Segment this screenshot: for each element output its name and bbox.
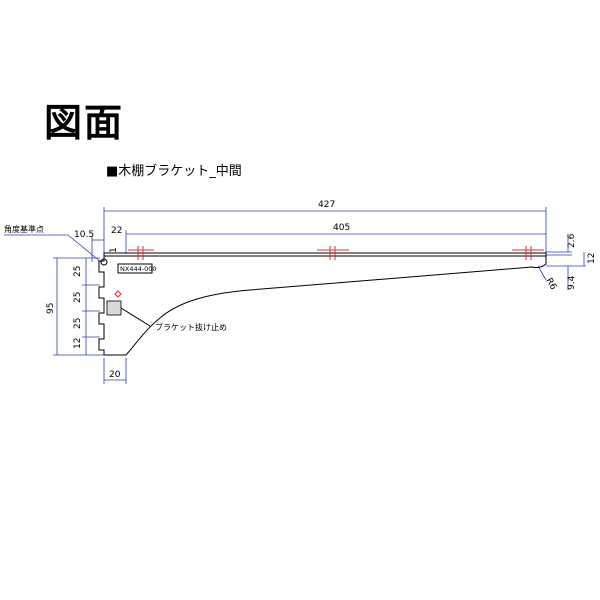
angle-reference-point bbox=[100, 258, 108, 266]
stopper-block bbox=[106, 300, 122, 316]
stopper-label: ブラケット抜け止め bbox=[155, 322, 227, 332]
part-number: NX444-000 bbox=[120, 265, 156, 273]
dim-bottom-12: 12 bbox=[73, 338, 83, 349]
part-number-box bbox=[117, 263, 153, 274]
dim-427: 427 bbox=[318, 200, 335, 210]
dim-20: 20 bbox=[109, 370, 121, 380]
dim-10-5: 10.5 bbox=[74, 230, 94, 240]
page-title: 図面 bbox=[44, 101, 125, 145]
radius-leader bbox=[537, 265, 547, 281]
dim-1: 1 bbox=[109, 247, 119, 253]
stopper-leader bbox=[120, 307, 151, 327]
dim-22: 22 bbox=[111, 226, 122, 236]
dim-9-4: 9.4 bbox=[567, 275, 577, 290]
dim-pitch-1: 25 bbox=[73, 266, 83, 277]
dim-pitch-2: 25 bbox=[73, 292, 83, 303]
angle-ref-leader bbox=[67, 234, 102, 263]
drawing-title: ■木棚ブラケット_中間 bbox=[106, 164, 242, 179]
shelf-mark-1 bbox=[128, 246, 154, 260]
shelf-mark-2 bbox=[317, 246, 349, 260]
dim-2-6: 2.6 bbox=[567, 233, 577, 248]
dim-12-right: 12 bbox=[587, 253, 597, 264]
stopper-marker-icon bbox=[114, 290, 122, 298]
dim-95: 95 bbox=[46, 303, 56, 314]
shelf-mark-3 bbox=[512, 246, 544, 260]
dim-405: 405 bbox=[333, 223, 350, 233]
bracket-outline bbox=[98, 252, 547, 356]
dim-pitch-3: 25 bbox=[73, 318, 83, 329]
angle-ref-label: 角度基準点 bbox=[4, 224, 44, 234]
